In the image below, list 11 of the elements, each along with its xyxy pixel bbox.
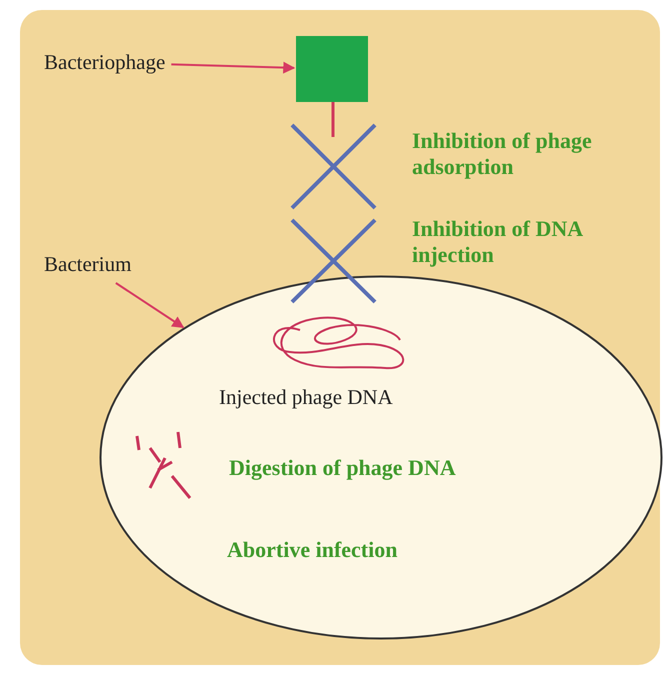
mechanism-text: Abortive infection xyxy=(227,537,398,564)
mechanism-text: Inhibition of phage adsorption xyxy=(412,128,593,181)
name-label: Bacteriophage xyxy=(44,50,166,75)
mechanism-text: Digestion of phage DNA xyxy=(229,455,456,482)
phage-square xyxy=(296,36,368,102)
caption-text: Injected phage DNA xyxy=(219,385,393,410)
arrow xyxy=(171,62,296,74)
mechanism-text: Inhibition of DNA injection xyxy=(412,216,584,269)
bacterium-cell xyxy=(99,275,663,640)
name-label: Bacterium xyxy=(44,252,132,277)
arrow xyxy=(115,282,184,328)
